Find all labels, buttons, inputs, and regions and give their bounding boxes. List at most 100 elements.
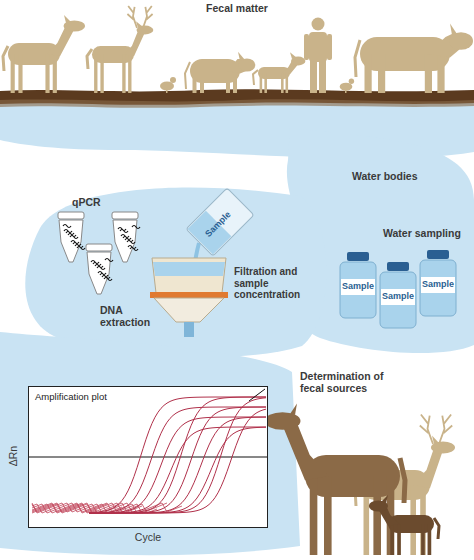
animal-leg <box>428 524 432 555</box>
dna-strands <box>91 259 113 281</box>
water-band <box>0 332 300 555</box>
animal-silhouette <box>3 15 85 93</box>
sample-label: Sample <box>418 279 458 289</box>
animal-leg <box>373 476 381 555</box>
animal-silhouette <box>265 403 406 555</box>
animal-leg <box>122 55 125 94</box>
animal-silhouette <box>185 52 255 93</box>
funnel-paper <box>152 258 226 293</box>
dna-strands <box>63 225 85 250</box>
node-shape <box>29 387 267 527</box>
animal-leg <box>128 55 131 94</box>
animal-ear <box>64 15 71 23</box>
animal-leg <box>53 54 57 93</box>
bird-leg <box>345 89 347 93</box>
animal-leg <box>193 71 197 93</box>
funnel-stem <box>184 322 194 337</box>
amplification-curve <box>89 407 266 513</box>
deer-antler <box>127 6 137 28</box>
animal-silhouette <box>369 495 439 555</box>
pcr-tube <box>58 212 85 262</box>
axis-label: ΔRn <box>7 441 19 471</box>
animal-leg <box>226 71 230 93</box>
funnel-filter <box>150 292 228 298</box>
animal-ear <box>450 23 457 35</box>
animal-leg <box>45 54 49 93</box>
animal-leg <box>365 54 372 93</box>
human-arm <box>304 34 309 60</box>
amplification-curve <box>89 397 266 513</box>
pcr-tube <box>112 212 140 262</box>
plot-title: Amplification plot <box>35 391 261 402</box>
bird-leg <box>166 89 168 93</box>
human-silhouette <box>304 18 332 94</box>
sample-bottle: Sample <box>378 262 418 328</box>
sample-label: Sample <box>378 291 418 301</box>
animal-leg <box>260 73 263 93</box>
dna-strands <box>118 226 140 251</box>
bird-silhouette <box>160 77 176 93</box>
animal-silhouette <box>355 23 473 93</box>
animal-leg <box>310 476 318 555</box>
step-label: Determination of fecal sources <box>300 370 408 394</box>
bottle-cap <box>427 250 449 259</box>
tube-cap <box>58 212 84 219</box>
funnel-water <box>153 262 225 276</box>
bird-silhouette <box>340 79 354 93</box>
bird-head <box>349 79 354 84</box>
amplification-curve <box>89 397 266 513</box>
step-label: Filtration and sample concentration <box>234 266 332 301</box>
noise-trace <box>32 503 182 513</box>
amplification-curve <box>89 427 266 513</box>
animal-leg <box>378 54 385 93</box>
animal-tail <box>253 70 258 85</box>
human-head <box>312 18 325 31</box>
animal-leg <box>390 524 394 555</box>
animal-leg <box>11 54 15 93</box>
animal-leg <box>94 55 97 94</box>
beaker-glass <box>186 188 254 256</box>
animal-tail <box>434 518 439 539</box>
human-leg <box>310 60 317 93</box>
step-label: DNA extraction <box>100 304 164 328</box>
plot-corner-line <box>249 389 265 401</box>
animal-leg <box>200 71 204 93</box>
human-torso <box>309 32 327 62</box>
animal-ear <box>290 52 297 59</box>
animal-leg <box>421 524 425 555</box>
sample-label: Sample <box>338 281 378 291</box>
pcr-tube <box>86 244 113 294</box>
animal-silhouette <box>253 52 305 93</box>
animal-leg <box>397 524 401 555</box>
animal-leg <box>233 71 237 93</box>
bottle-cap <box>347 252 369 261</box>
animal-tail <box>185 62 190 89</box>
funnel-cone <box>154 298 224 322</box>
animal-head <box>265 412 301 430</box>
animal-silhouette <box>87 6 153 93</box>
deer-antler <box>143 6 153 28</box>
animal-leg <box>264 73 267 93</box>
animal-leg <box>100 55 103 94</box>
plot-panel: Amplification plot <box>28 386 268 528</box>
animal-leg <box>18 54 22 93</box>
animal-leg <box>286 73 289 93</box>
animal-tail <box>355 40 360 77</box>
amplification-curve <box>89 427 266 513</box>
animal-leg <box>425 54 432 93</box>
sample-bottle: Sample <box>338 252 378 318</box>
animal-tail <box>400 458 405 503</box>
tube-cap <box>112 212 138 219</box>
animal-tail <box>3 46 8 71</box>
bottle-cap <box>387 262 409 271</box>
sample-bottle: Sample <box>418 250 458 316</box>
amplification-curve <box>89 417 266 513</box>
water <box>0 96 474 555</box>
step-label: qPCR <box>72 196 112 208</box>
deer-antler <box>420 415 433 445</box>
animal-tail <box>87 49 92 69</box>
deer-antler <box>439 415 452 445</box>
amplification-curve <box>89 407 266 513</box>
animal-leg <box>324 476 332 555</box>
animal-ear <box>381 495 388 503</box>
